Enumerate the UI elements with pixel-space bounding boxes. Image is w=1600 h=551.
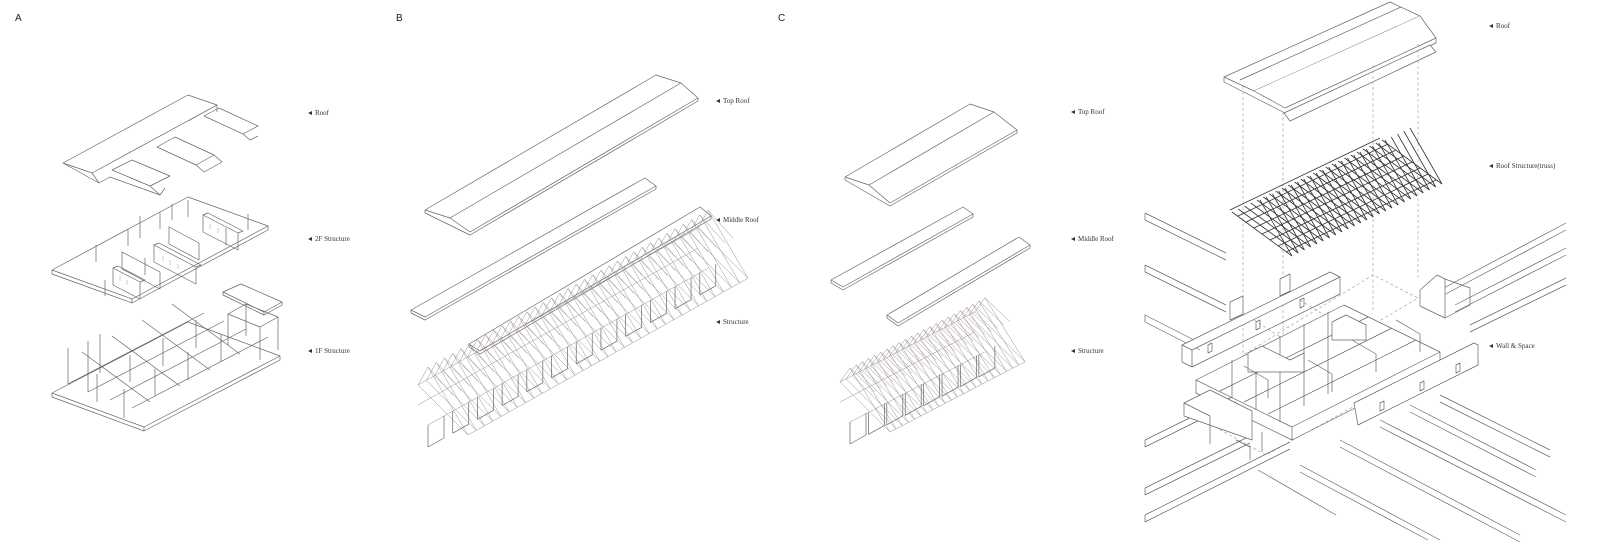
exploded-roof-truss — [1229, 127, 1443, 257]
panel-a-1f-structure — [51, 283, 283, 432]
panel-b-label-middle-roof: Middle Roof — [716, 216, 759, 224]
exploded-wall-and-space — [1181, 271, 1479, 460]
exploded-label-wall-space: Wall & Space — [1489, 342, 1535, 350]
panel-c-label-structure: Structure — [1071, 347, 1104, 355]
exploded-label-roof: Roof — [1489, 22, 1510, 30]
panel-b-top-roof — [424, 74, 699, 236]
panel-c-letter: C — [778, 13, 786, 24]
panel-a-label-roof: Roof — [308, 109, 329, 117]
panel-a-2f-structure — [51, 196, 269, 304]
panel-b-middle-roof-left — [410, 177, 657, 321]
panel-b-structure — [417, 210, 749, 448]
panel-a-roof — [62, 94, 259, 196]
panel-c-top-roof — [844, 103, 1018, 207]
panel-c-label-top-roof: Top Roof — [1071, 108, 1105, 116]
panel-b-middle-roof-right — [468, 206, 712, 355]
panel-c-structure — [839, 297, 1026, 445]
panel-b-label-top-roof: Top Roof — [716, 97, 750, 105]
panel-c-middle-roof-left — [830, 206, 974, 291]
panel-b-label-structure: Structure — [716, 318, 749, 326]
panel-b-letter: B — [396, 13, 403, 24]
panel-a-letter: A — [15, 13, 22, 24]
panel-a-label-2f-structure: 2F Structure — [308, 235, 350, 243]
panel-c-label-middle-roof: Middle Roof — [1071, 235, 1114, 243]
exploded-roof — [1223, 1, 1437, 122]
exploded-label-roof-structure: Roof Structure(truss) — [1489, 162, 1555, 170]
panel-c-middle-roof-right — [886, 236, 1031, 327]
panel-a-label-1f-structure: 1F Structure — [308, 347, 350, 355]
